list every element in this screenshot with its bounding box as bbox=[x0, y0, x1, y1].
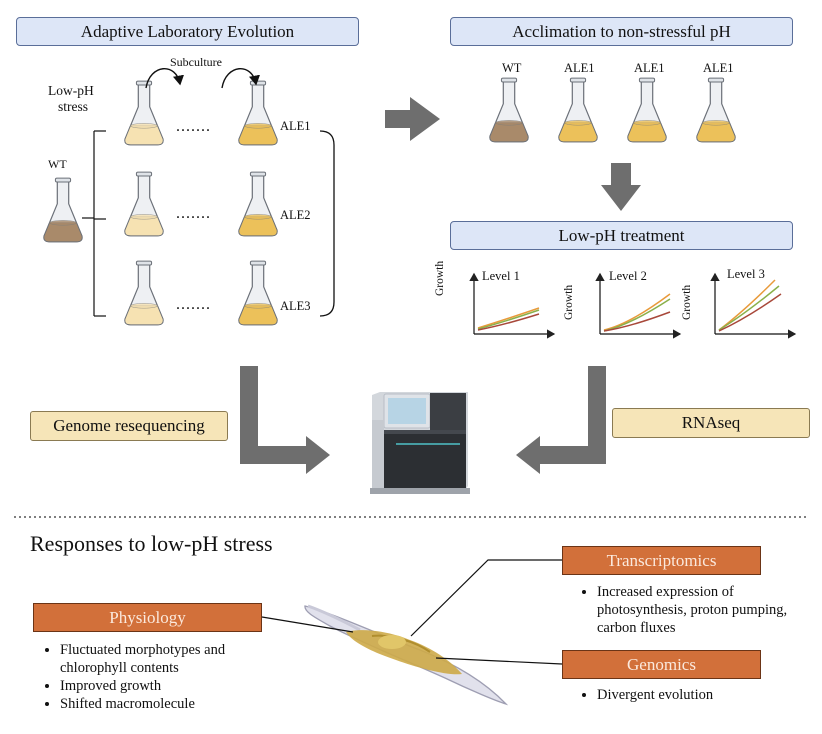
early-culture-flask-1 bbox=[124, 80, 164, 146]
growth-curve bbox=[477, 309, 540, 330]
transcriptomics-label: Transcriptomics bbox=[606, 550, 717, 570]
early-culture-flask-3 bbox=[124, 260, 164, 326]
evolved-ale-flask-1 bbox=[238, 80, 278, 146]
subculture-label: Subculture bbox=[170, 55, 222, 69]
growth-curve bbox=[718, 279, 776, 331]
subculture-arrow-2 bbox=[221, 68, 260, 89]
growth-curve bbox=[718, 285, 780, 331]
evolved-ale-flask-3 bbox=[238, 260, 278, 326]
genome-resequencing-label: Genome resequencing bbox=[53, 416, 205, 435]
physiology-box: Physiology bbox=[33, 603, 262, 632]
plot3-level: Level 3 bbox=[727, 267, 765, 281]
growth-curve bbox=[718, 293, 782, 332]
growth-curve bbox=[477, 313, 540, 331]
early-culture-flask-2 bbox=[124, 171, 164, 237]
down-arrow-treatment bbox=[601, 163, 641, 211]
treatment-title: Low-pH treatment bbox=[558, 225, 685, 245]
acclimation-flask-group bbox=[489, 77, 736, 143]
sequencer-machine bbox=[370, 392, 470, 494]
wt-flask bbox=[43, 177, 83, 243]
wt-branch-lines bbox=[82, 130, 106, 317]
ale-right-bracket bbox=[319, 130, 335, 317]
dots-2: ....... bbox=[176, 205, 211, 222]
physiology-item: Shifted macromolecule bbox=[60, 695, 290, 713]
physiology-label: Physiology bbox=[109, 607, 186, 627]
genomics-box: Genomics bbox=[562, 650, 761, 679]
transcriptomics-item: Increased expression of photosynthesis, … bbox=[597, 583, 792, 637]
dots-1: ....... bbox=[176, 118, 211, 135]
ale-flask-group bbox=[43, 80, 278, 326]
rnaseq-label: RNAseq bbox=[681, 413, 741, 432]
growth-curve bbox=[603, 293, 671, 331]
plot1-ylabel: Growth bbox=[434, 260, 446, 296]
genomics-list: Divergent evolution bbox=[575, 686, 787, 704]
physiology-item: Improved growth bbox=[60, 677, 290, 695]
plot3-ylabel: Growth bbox=[681, 284, 693, 320]
transcriptomics-list: Increased expression of photosynthesis, … bbox=[575, 583, 792, 637]
acc-label-wt: WT bbox=[502, 61, 522, 75]
physiology-connector bbox=[261, 616, 354, 633]
ale-title-box: Adaptive Laboratory Evolution bbox=[16, 17, 359, 46]
acclimation-flask-ale-b bbox=[627, 77, 667, 143]
growth-plot-2 bbox=[595, 272, 682, 339]
rnaseq-box: RNAseq bbox=[612, 408, 810, 438]
rnaseq-arrow bbox=[516, 366, 606, 474]
treatment-title-box: Low-pH treatment bbox=[450, 221, 793, 250]
wt-label: WT bbox=[48, 157, 67, 171]
subculture-arrow-1 bbox=[145, 68, 184, 89]
transcriptomics-connector bbox=[410, 559, 562, 637]
responses-title: Responses to low-pH stress bbox=[30, 531, 273, 556]
physiology-list: Fluctuated morphotypes and chlorophyll c… bbox=[38, 641, 290, 713]
ale-title: Adaptive Laboratory Evolution bbox=[80, 21, 295, 41]
plot1-level: Level 1 bbox=[482, 269, 520, 283]
acclimation-flask-ale-a bbox=[558, 77, 598, 143]
big-right-arrow bbox=[385, 97, 440, 141]
acc-label-ale-b: ALE1 bbox=[634, 61, 665, 75]
acc-label-ale-a: ALE1 bbox=[564, 61, 595, 75]
dots-3: ....... bbox=[176, 296, 211, 313]
acc-label-ale-c: ALE1 bbox=[703, 61, 734, 75]
growth-plot-3 bbox=[710, 272, 797, 339]
acclimation-flask-ale-c bbox=[696, 77, 736, 143]
stress-label-2: stress bbox=[58, 99, 88, 114]
genomics-label: Genomics bbox=[627, 654, 696, 674]
ale1-label: ALE1 bbox=[280, 119, 311, 133]
plot2-ylabel: Growth bbox=[563, 284, 575, 320]
growth-curve bbox=[603, 311, 671, 332]
stress-label-1: Low-pH bbox=[48, 83, 94, 98]
ale2-label: ALE2 bbox=[280, 208, 311, 222]
genome-arrow bbox=[240, 366, 330, 474]
genomics-connector bbox=[435, 657, 563, 665]
microalga-cell bbox=[304, 604, 509, 706]
growth-plot-1 bbox=[469, 272, 556, 339]
genome-resequencing-box: Genome resequencing bbox=[30, 411, 228, 441]
growth-plots-group bbox=[469, 272, 797, 339]
genomics-item: Divergent evolution bbox=[597, 686, 787, 704]
ale3-label: ALE3 bbox=[280, 299, 311, 313]
physiology-item: Fluctuated morphotypes and chlorophyll c… bbox=[60, 641, 290, 677]
acclimation-title: Acclimation to non-stressful pH bbox=[512, 21, 731, 41]
evolved-ale-flask-2 bbox=[238, 171, 278, 237]
acclimation-flask-wt bbox=[489, 77, 529, 143]
plot2-level: Level 2 bbox=[609, 269, 647, 283]
transcriptomics-box: Transcriptomics bbox=[562, 546, 761, 575]
acclimation-title-box: Acclimation to non-stressful pH bbox=[450, 17, 793, 46]
growth-curve bbox=[477, 307, 540, 329]
